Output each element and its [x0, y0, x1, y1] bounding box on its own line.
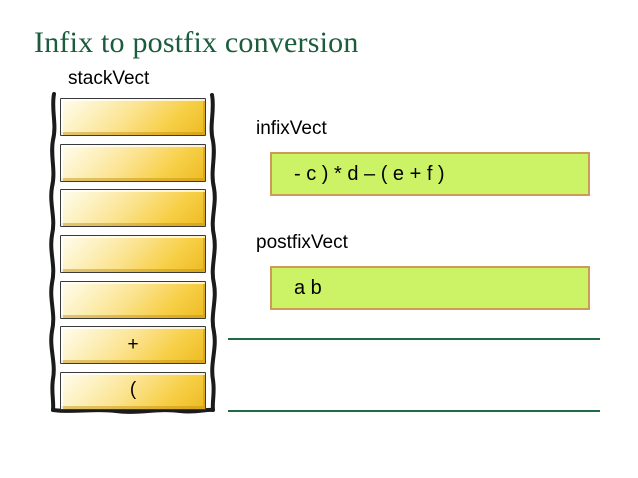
stack-cell[interactable]	[60, 189, 206, 228]
stack-cell[interactable]	[60, 98, 206, 136]
page-title: Infix to postfix conversion	[34, 26, 359, 59]
stack-cell[interactable]: +	[60, 326, 206, 365]
stack-cell-value: (	[129, 379, 137, 401]
infixvect-value: - c ) * d – ( e + f )	[294, 163, 445, 185]
postfixvect-label: postfixVect	[256, 232, 348, 253]
stackvect-label: stackVect	[68, 68, 150, 89]
stack-cell[interactable]: (	[60, 371, 206, 410]
stack-cell-list: + (	[60, 98, 206, 410]
postfixvect-box[interactable]: a b	[270, 266, 590, 310]
infixvect-box[interactable]: - c ) * d – ( e + f )	[270, 152, 590, 196]
stack-outline-icon	[49, 92, 217, 414]
stack-cell[interactable]	[60, 234, 206, 273]
stack-cell[interactable]	[60, 280, 206, 319]
stack-cell-value: +	[127, 333, 139, 355]
divider-rule-bottom	[228, 410, 600, 412]
divider-rule-top	[228, 338, 600, 340]
postfixvect-value: a b	[294, 277, 322, 299]
infixvect-label: infixVect	[256, 118, 327, 139]
stack-container	[46, 92, 221, 417]
stack-cell[interactable]	[60, 143, 206, 182]
